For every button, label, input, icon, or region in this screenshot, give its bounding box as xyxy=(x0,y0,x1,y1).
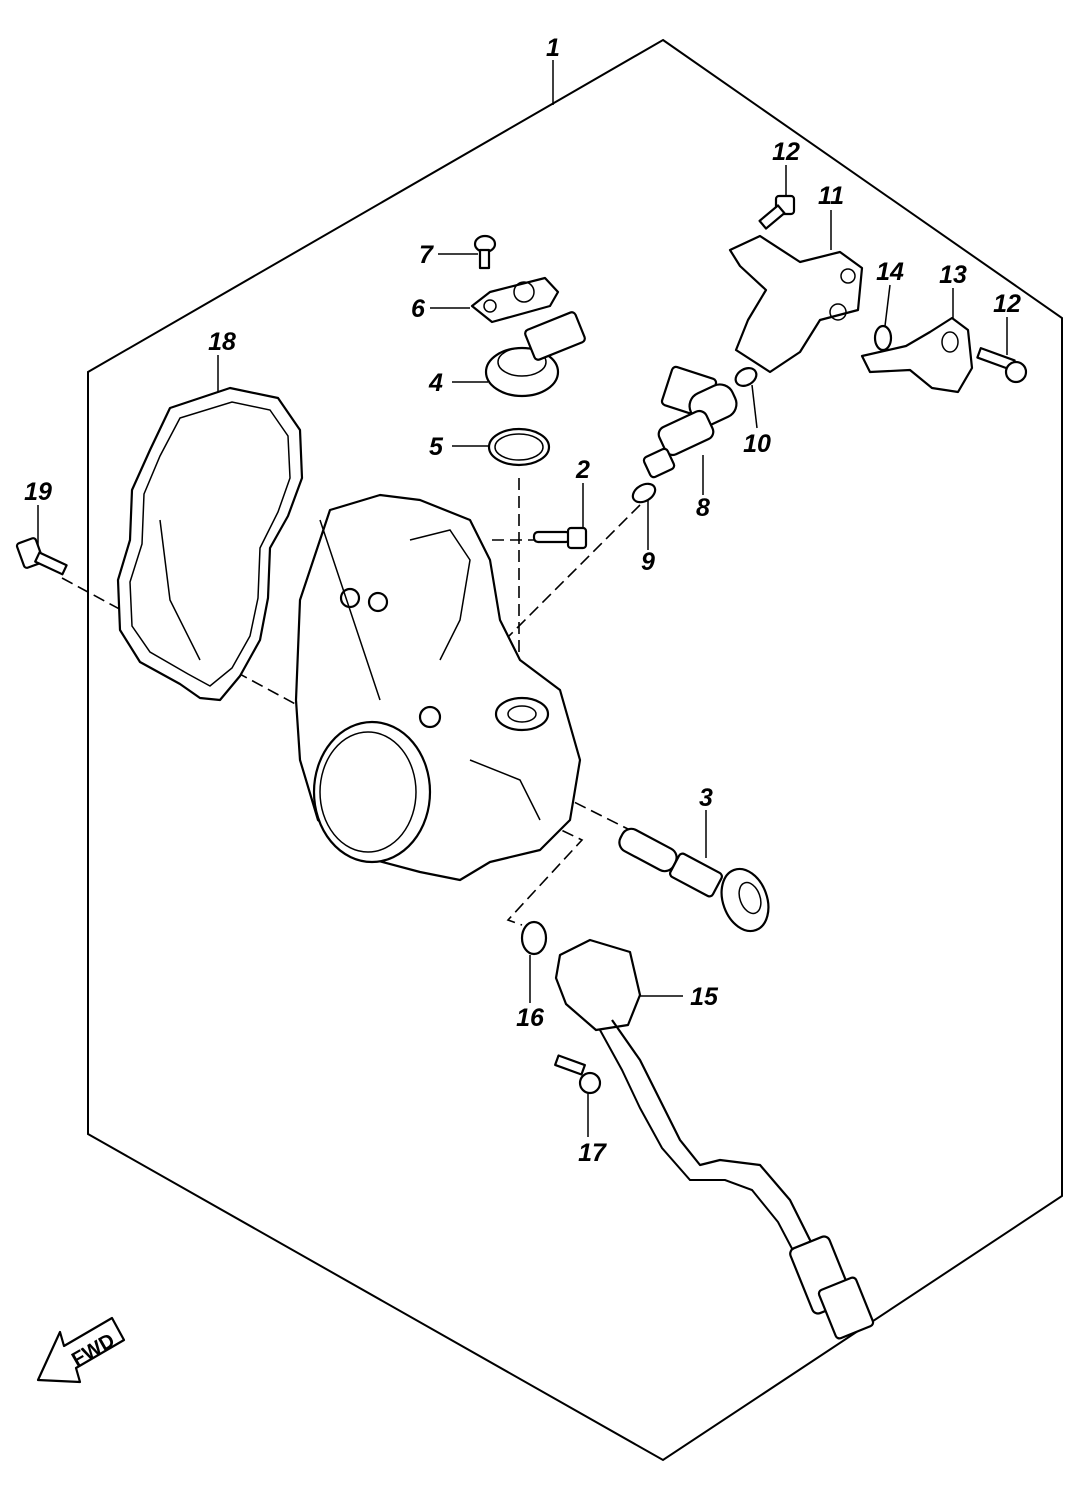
callout-7[interactable]: 7 xyxy=(419,241,434,269)
screw-part-2 xyxy=(532,526,588,550)
callout-13[interactable]: 13 xyxy=(939,261,967,289)
callout-11[interactable]: 11 xyxy=(818,182,844,210)
bolt-part-12a xyxy=(758,194,796,230)
callout-6[interactable]: 6 xyxy=(411,295,426,323)
injector-part-8 xyxy=(642,365,738,479)
sensor-harness-part-15 xyxy=(554,938,875,1340)
callout-1[interactable]: 1 xyxy=(546,34,560,62)
callout-14[interactable]: 14 xyxy=(876,258,904,286)
bolt-part-17 xyxy=(554,1054,602,1095)
callout-9[interactable]: 9 xyxy=(641,548,655,576)
fwd-direction-marker: FWD xyxy=(36,1316,126,1384)
leader-lines xyxy=(37,60,1008,1137)
o-ring-part-5 xyxy=(487,427,551,467)
sensor-part-4 xyxy=(484,311,586,398)
cover-part-18 xyxy=(116,386,304,702)
screw-part-7 xyxy=(473,234,497,270)
callout-19[interactable]: 19 xyxy=(24,478,52,506)
assembly-outline xyxy=(87,38,1063,1462)
callout-labels: 1 2 3 4 5 6 7 8 9 10 11 12 12 13 14 15 1… xyxy=(24,34,1021,1167)
callout-8[interactable]: 8 xyxy=(696,494,710,522)
callout-4[interactable]: 4 xyxy=(428,369,443,397)
callout-3[interactable]: 3 xyxy=(699,784,713,812)
o-ring-part-16 xyxy=(520,920,548,956)
callout-16[interactable]: 16 xyxy=(516,1004,545,1032)
callout-12a[interactable]: 12 xyxy=(772,138,800,166)
callout-18[interactable]: 18 xyxy=(208,328,236,356)
callout-2[interactable]: 2 xyxy=(575,456,590,484)
o-ring-part-10 xyxy=(734,367,758,387)
idle-screw-part-3 xyxy=(618,827,770,933)
bolt-part-12b xyxy=(976,347,1028,384)
o-ring-part-14 xyxy=(873,324,893,352)
arrow-left-down-icon xyxy=(36,1316,126,1384)
callout-12b[interactable]: 12 xyxy=(993,290,1021,318)
throttle-body-part-1 xyxy=(294,493,582,882)
callout-15[interactable]: 15 xyxy=(690,983,719,1011)
sensor-part-13 xyxy=(860,316,974,394)
seal-part-9 xyxy=(631,482,657,504)
bolt-part-19 xyxy=(15,537,68,576)
callout-10[interactable]: 10 xyxy=(743,430,771,458)
bracket-part-11 xyxy=(728,234,864,374)
callout-5[interactable]: 5 xyxy=(429,433,444,461)
callout-17[interactable]: 17 xyxy=(578,1139,607,1167)
plate-part-6 xyxy=(470,276,560,324)
